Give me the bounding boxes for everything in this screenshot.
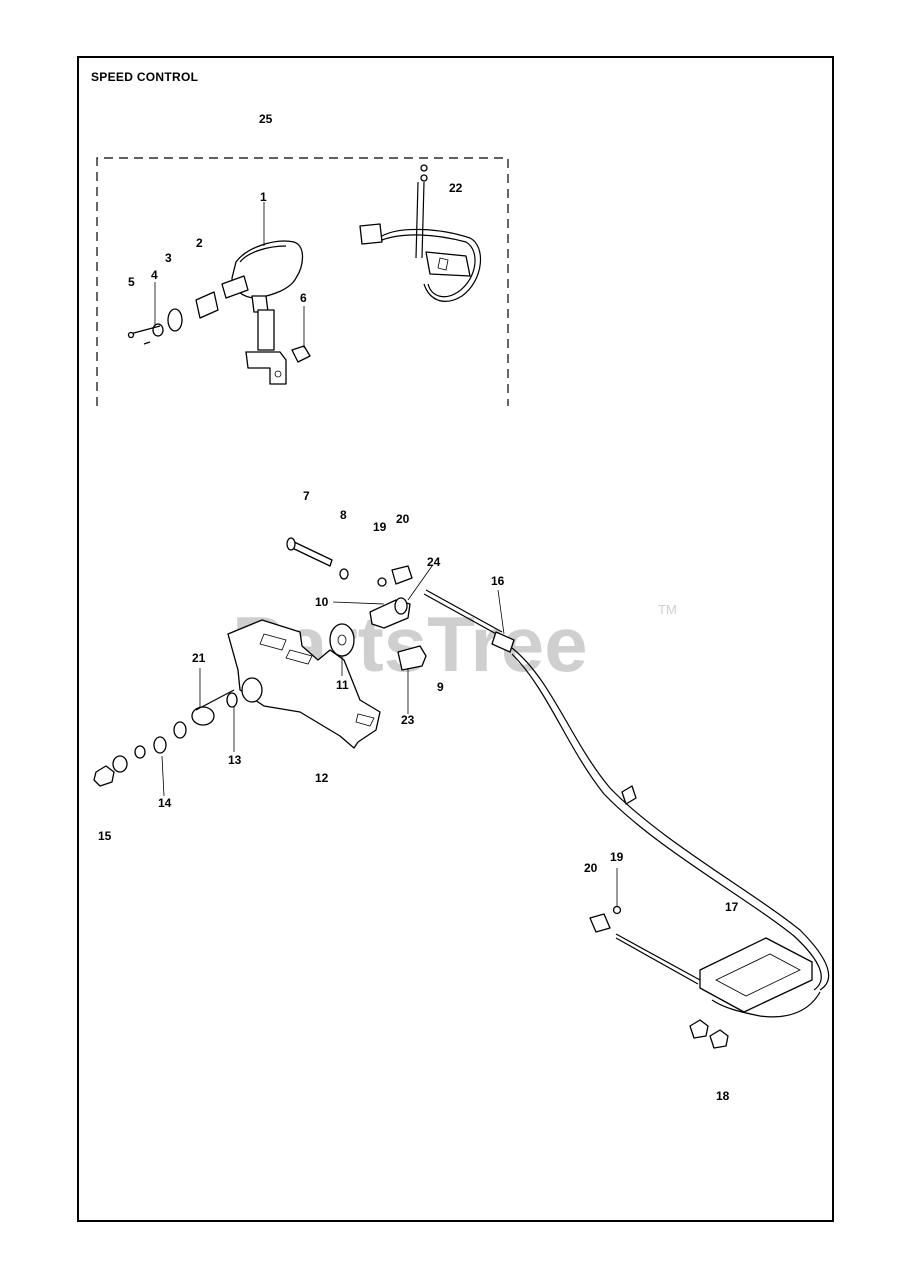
callout-12: 12 [315, 771, 329, 785]
nut-4 [152, 323, 164, 337]
lower-bracket [699, 937, 813, 1013]
callout-1: 1 [260, 190, 267, 204]
callout-13: 13 [228, 753, 242, 767]
watermark-trademark: TM [658, 602, 677, 617]
callout-15: 15 [98, 829, 112, 843]
bolt-18a [689, 1019, 709, 1039]
callout-10: 10 [315, 595, 329, 609]
callout-9: 9 [437, 680, 444, 694]
nut-19 [377, 577, 387, 587]
swivel-20 [391, 565, 413, 585]
callout-23: 23 [401, 713, 415, 727]
callout-19a: 19 [373, 520, 387, 534]
diagram-frame [77, 56, 834, 1222]
control-bracket [227, 619, 381, 749]
harness-connector [359, 223, 383, 245]
callout-4: 4 [151, 268, 158, 282]
clip-6 [291, 345, 311, 363]
swivel-20b [589, 913, 611, 933]
callout-21: 21 [192, 651, 206, 665]
callout-19b: 19 [610, 850, 624, 864]
callout-25: 25 [259, 112, 273, 126]
nut-19b [612, 905, 622, 915]
lever-foot [245, 351, 287, 385]
callout-24: 24 [427, 555, 441, 569]
callout-22: 22 [449, 181, 463, 195]
callout-18: 18 [716, 1089, 730, 1103]
speed-lever-assembly [127, 240, 311, 385]
washer-21 [191, 706, 215, 726]
spacer-11 [329, 623, 355, 657]
callout-3: 3 [165, 251, 172, 265]
page-title: SPEED CONTROL [91, 70, 199, 84]
bolt-18b [709, 1029, 729, 1049]
cable-fitting [491, 631, 515, 653]
control-bracket-assembly [93, 537, 427, 787]
lower-bracket-assembly [589, 905, 813, 1049]
cable-clamp-23 [397, 645, 427, 671]
bushing-13 [241, 677, 263, 703]
leader-lines [154, 202, 618, 906]
callout-20a: 20 [396, 512, 410, 526]
harness-switch [425, 251, 471, 277]
washer-8 [339, 568, 349, 580]
callout-8: 8 [340, 508, 347, 522]
nut-15 [93, 765, 115, 787]
callout-20b: 20 [584, 861, 598, 875]
callout-11: 11 [336, 678, 349, 692]
kit-boundary [96, 157, 509, 406]
lever-arm [257, 309, 275, 351]
washer-14 [153, 736, 167, 754]
wire-harness [359, 164, 482, 302]
callout-17: 17 [725, 900, 739, 914]
speed-cable [423, 589, 830, 1018]
callout-6: 6 [300, 291, 307, 305]
callout-14: 14 [158, 796, 172, 810]
lever-knob [231, 240, 304, 299]
callout-7: 7 [303, 489, 310, 503]
callout-5: 5 [128, 275, 135, 289]
callout-2: 2 [196, 236, 203, 250]
callout-numbers: 25 1 2 3 4 5 6 22 7 8 19 20 24 16 10 21 … [98, 112, 739, 1103]
callout-16: 16 [491, 574, 505, 588]
washer-3 [167, 308, 183, 332]
lever-bushing [195, 291, 219, 319]
